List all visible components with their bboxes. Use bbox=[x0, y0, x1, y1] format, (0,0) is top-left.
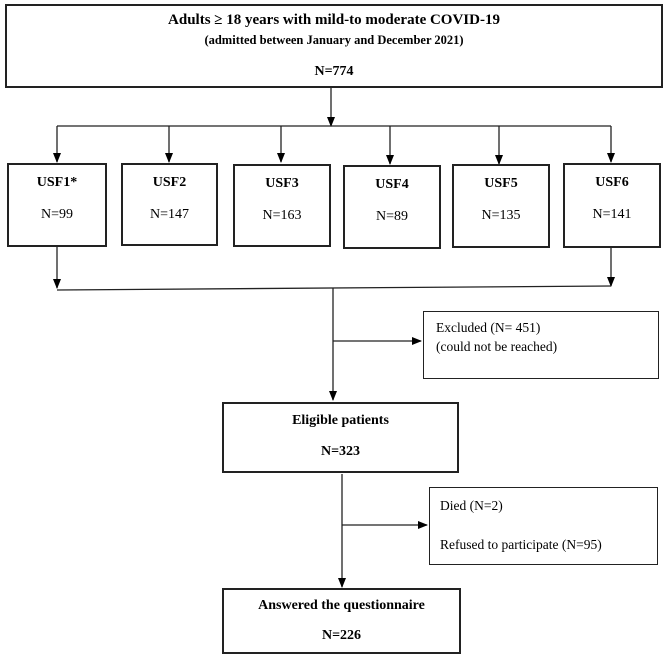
usf-count: N=163 bbox=[262, 208, 302, 223]
usf-name: USF3 bbox=[265, 176, 299, 191]
usf-name: USF1* bbox=[36, 175, 78, 190]
refused-line: Refused to participate (N=95) bbox=[440, 537, 602, 552]
top-box-title: Adults ≥ 18 years with mild-to moderate … bbox=[168, 12, 500, 28]
usf-count: N=135 bbox=[481, 208, 521, 223]
usf-box-6: USF6 N=141 bbox=[563, 163, 661, 248]
top-box-count: N=774 bbox=[314, 64, 354, 79]
merge-line bbox=[56, 285, 612, 291]
usf-count: N=99 bbox=[40, 207, 73, 222]
excluded-line-1: Excluded (N= 451) bbox=[436, 320, 541, 335]
usf-name: USF4 bbox=[375, 177, 409, 192]
usf-name: USF5 bbox=[484, 176, 518, 191]
usf-box-3: USF3 N=163 bbox=[233, 164, 331, 247]
answered-count: N=226 bbox=[321, 628, 362, 643]
eligible-count: N=323 bbox=[320, 444, 361, 459]
top-box: Adults ≥ 18 years with mild-to moderate … bbox=[5, 4, 663, 88]
usf-count: N=89 bbox=[375, 209, 408, 224]
usf-count: N=147 bbox=[149, 207, 189, 222]
eligible-box: Eligible patients N=323 bbox=[222, 402, 459, 473]
usf-name: USF6 bbox=[595, 175, 629, 190]
answered-box: Answered the questionnaire N=226 bbox=[222, 588, 461, 654]
excluded-box: Excluded (N= 451) (could not be reached) bbox=[423, 311, 659, 379]
died-line: Died (N=2) bbox=[440, 498, 503, 513]
excluded-line-2: (could not be reached) bbox=[436, 339, 558, 354]
usf-count: N=141 bbox=[592, 207, 632, 222]
died-refused-box: Died (N=2) Refused to participate (N=95) bbox=[429, 487, 658, 565]
top-box-subtitle: (admitted between January and December 2… bbox=[204, 33, 464, 47]
usf-box-4: USF4 N=89 bbox=[343, 165, 441, 249]
usf-name: USF2 bbox=[152, 175, 187, 190]
usf-box-2: USF2 N=147 bbox=[121, 163, 218, 246]
eligible-title: Eligible patients bbox=[292, 413, 389, 428]
usf-box-1: USF1* N=99 bbox=[7, 163, 107, 247]
usf-box-5: USF5 N=135 bbox=[452, 164, 550, 248]
answered-title: Answered the questionnaire bbox=[258, 598, 425, 613]
